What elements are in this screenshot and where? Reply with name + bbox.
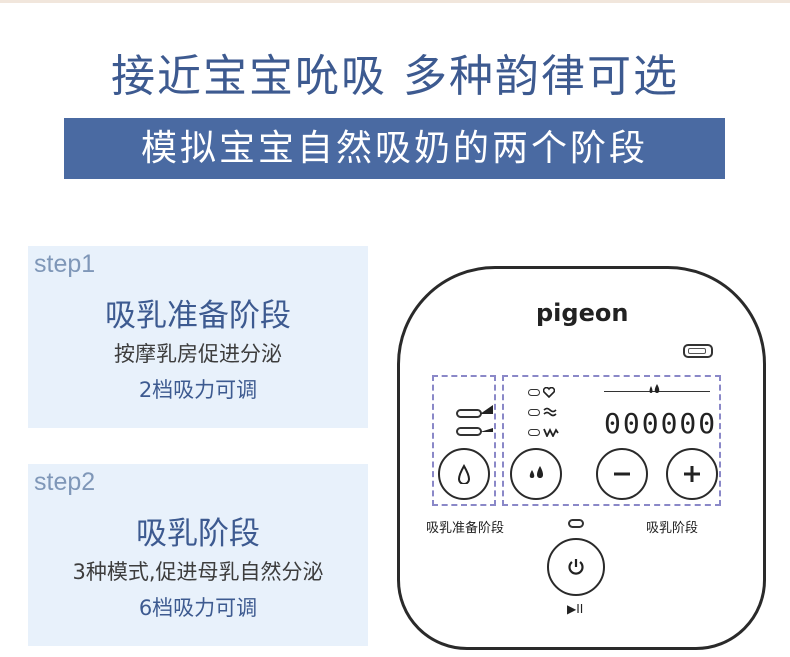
step-suction-levels: 6档吸力可调: [138, 596, 258, 620]
increase-button[interactable]: [666, 448, 718, 500]
suction-level-display: 000000: [604, 407, 718, 440]
mode-indicator-3: [528, 429, 540, 436]
page-headline: 接近宝宝吮吸 多种韵律可选: [111, 51, 679, 102]
prep-mode-button[interactable]: [438, 448, 490, 500]
low-level-icon: [480, 428, 493, 432]
battery-icon: [683, 344, 713, 358]
pump-control-panel: pigeon 000000 吸乳准备阶段 吸乳阶段: [397, 266, 766, 650]
brand-logo: pigeon: [536, 299, 629, 327]
decrease-button[interactable]: [596, 448, 648, 500]
power-icon: [568, 559, 584, 575]
step1-card: step1 吸乳准备阶段 按摩乳房促进分泌 2档吸力可调: [28, 246, 368, 428]
expression-stage-zone: [502, 375, 721, 506]
top-divider: [0, 0, 790, 3]
high-level-icon: [480, 405, 493, 414]
drop-icon: [457, 464, 471, 484]
play-pause-label: ▶II: [567, 602, 584, 616]
prep-stage-label: 吸乳准备阶段: [426, 521, 505, 536]
power-indicator: [568, 519, 584, 528]
step-title: 吸乳准备阶段: [105, 298, 291, 334]
heart-icon: [543, 387, 555, 398]
two-drops-icon: [529, 466, 543, 478]
step-label: step1: [34, 250, 96, 278]
level-indicator-high: [456, 409, 482, 418]
suction-drops-icon: [649, 384, 660, 393]
step-label: step2: [34, 468, 96, 496]
minus-icon: [614, 472, 630, 476]
zigzag-icon: [543, 427, 559, 437]
expression-mode-button[interactable]: [510, 448, 562, 500]
subtitle-banner: 模拟宝宝自然吸奶的两个阶段: [64, 118, 725, 179]
step-title: 吸乳阶段: [136, 516, 260, 552]
step-description: 按摩乳房促进分泌: [114, 342, 282, 366]
mode-indicator-1: [528, 389, 540, 396]
prep-stage-zone: [432, 375, 496, 506]
step-description: 3种模式,促进母乳自然分泌: [72, 560, 324, 584]
wave-icon: [543, 407, 557, 417]
level-indicator-low: [456, 427, 482, 436]
step-suction-levels: 2档吸力可调: [138, 378, 258, 402]
plus-icon: [684, 466, 700, 482]
expression-stage-label: 吸乳阶段: [646, 521, 699, 536]
mode-indicator-2: [528, 409, 540, 416]
step2-card: step2 吸乳阶段 3种模式,促进母乳自然分泌 6档吸力可调: [28, 464, 368, 646]
power-button[interactable]: [547, 538, 605, 596]
